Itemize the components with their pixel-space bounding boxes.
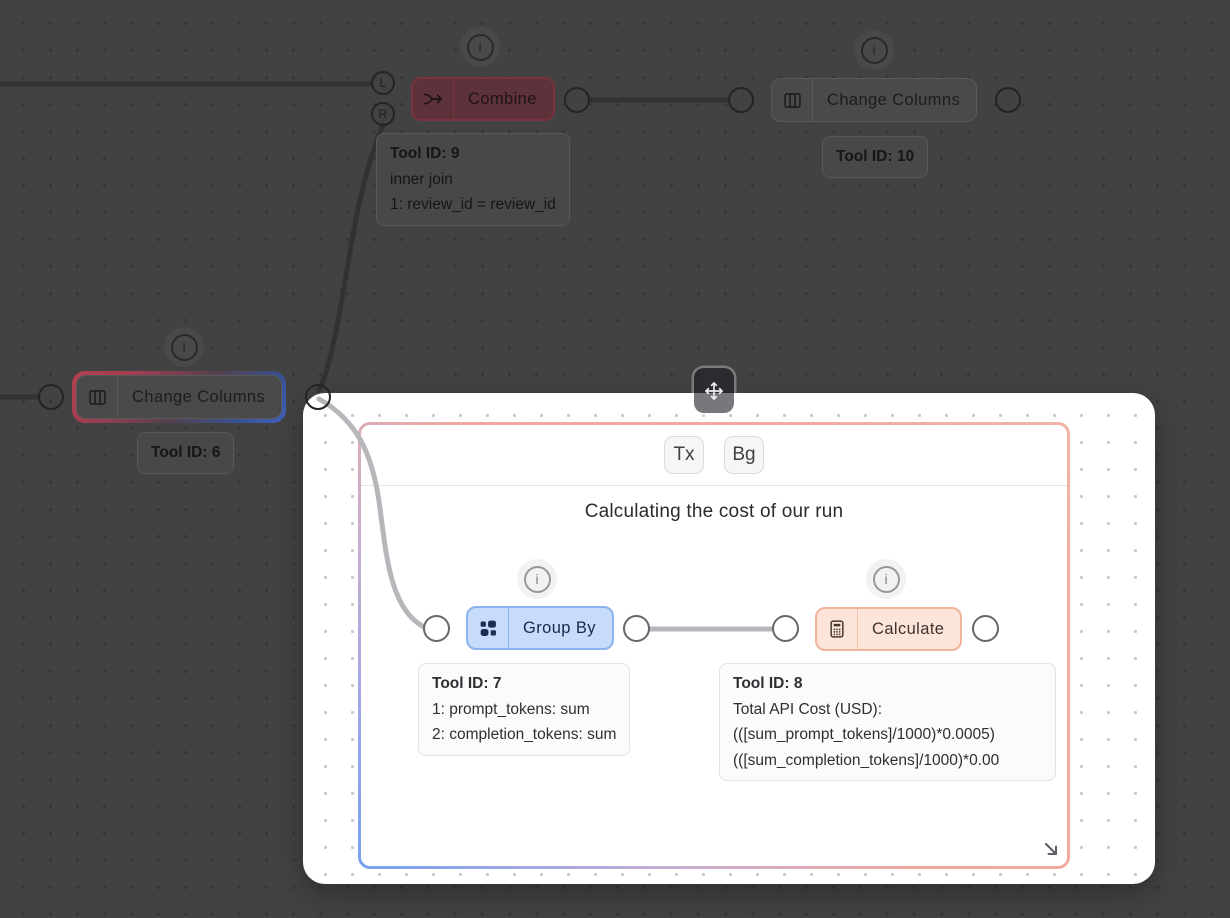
node-group-by[interactable]: Group By: [466, 606, 614, 650]
node-label: Change Columns: [827, 90, 961, 109]
input-port[interactable]: [423, 615, 450, 642]
tool-annotation: Tool ID: 10: [822, 136, 929, 178]
calculator-icon: [817, 609, 858, 649]
tool-annotation: Tool ID: 6: [137, 432, 235, 474]
background-style-button[interactable]: Bg: [724, 436, 764, 474]
info-icon[interactable]: i: [866, 559, 906, 599]
node-label: Change Columns: [132, 387, 266, 406]
text-style-button[interactable]: Tx: [664, 436, 704, 474]
node-label: Group By: [523, 618, 596, 637]
output-port[interactable]: [623, 615, 650, 642]
tool-annotation: Tool ID: 8 Total API Cost (USD): (([sum_…: [719, 663, 1056, 781]
output-port[interactable]: [995, 87, 1021, 113]
node-combine[interactable]: Combine: [411, 77, 555, 121]
output-port[interactable]: [305, 384, 331, 410]
group-toolbar: Tx Bg: [361, 436, 1067, 474]
input-port-right[interactable]: R: [371, 102, 395, 126]
node-label: Calculate: [872, 619, 945, 638]
node-calculate[interactable]: Calculate: [815, 607, 963, 651]
info-icon[interactable]: i: [854, 30, 894, 70]
output-port[interactable]: [972, 615, 999, 642]
tool-annotation: Tool ID: 7 1: prompt_tokens: sum 2: comp…: [418, 663, 631, 756]
info-icon[interactable]: i: [164, 327, 204, 367]
move-handle[interactable]: [694, 368, 734, 413]
columns-icon: [77, 376, 118, 418]
node-change-columns-10[interactable]: Change Columns: [771, 78, 978, 122]
node-change-columns-6[interactable]: Change Columns: [76, 375, 283, 419]
tool-annotation: Tool ID: 9 inner join 1: review_id = rev…: [376, 133, 570, 226]
output-port[interactable]: [564, 87, 590, 113]
info-icon[interactable]: i: [517, 559, 557, 599]
resize-handle-icon[interactable]: [1041, 839, 1063, 861]
move-icon: [705, 381, 723, 400]
group-border: Tx Bg Calculating the cost of our run: [358, 422, 1070, 869]
group-by-icon: [468, 608, 509, 648]
input-port[interactable]: [38, 384, 64, 410]
input-port-left[interactable]: L: [371, 71, 395, 95]
group-container[interactable]: Tx Bg Calculating the cost of our run i: [303, 393, 1155, 884]
group-title: Calculating the cost of our run: [584, 501, 844, 522]
columns-icon: [772, 79, 813, 121]
node-label: Combine: [468, 89, 537, 108]
input-port[interactable]: [772, 615, 799, 642]
info-icon[interactable]: i: [460, 27, 500, 67]
divider: [361, 485, 1067, 486]
input-port[interactable]: [728, 87, 754, 113]
join-icon: [413, 79, 454, 119]
node-selection-ring: Change Columns: [72, 371, 287, 423]
